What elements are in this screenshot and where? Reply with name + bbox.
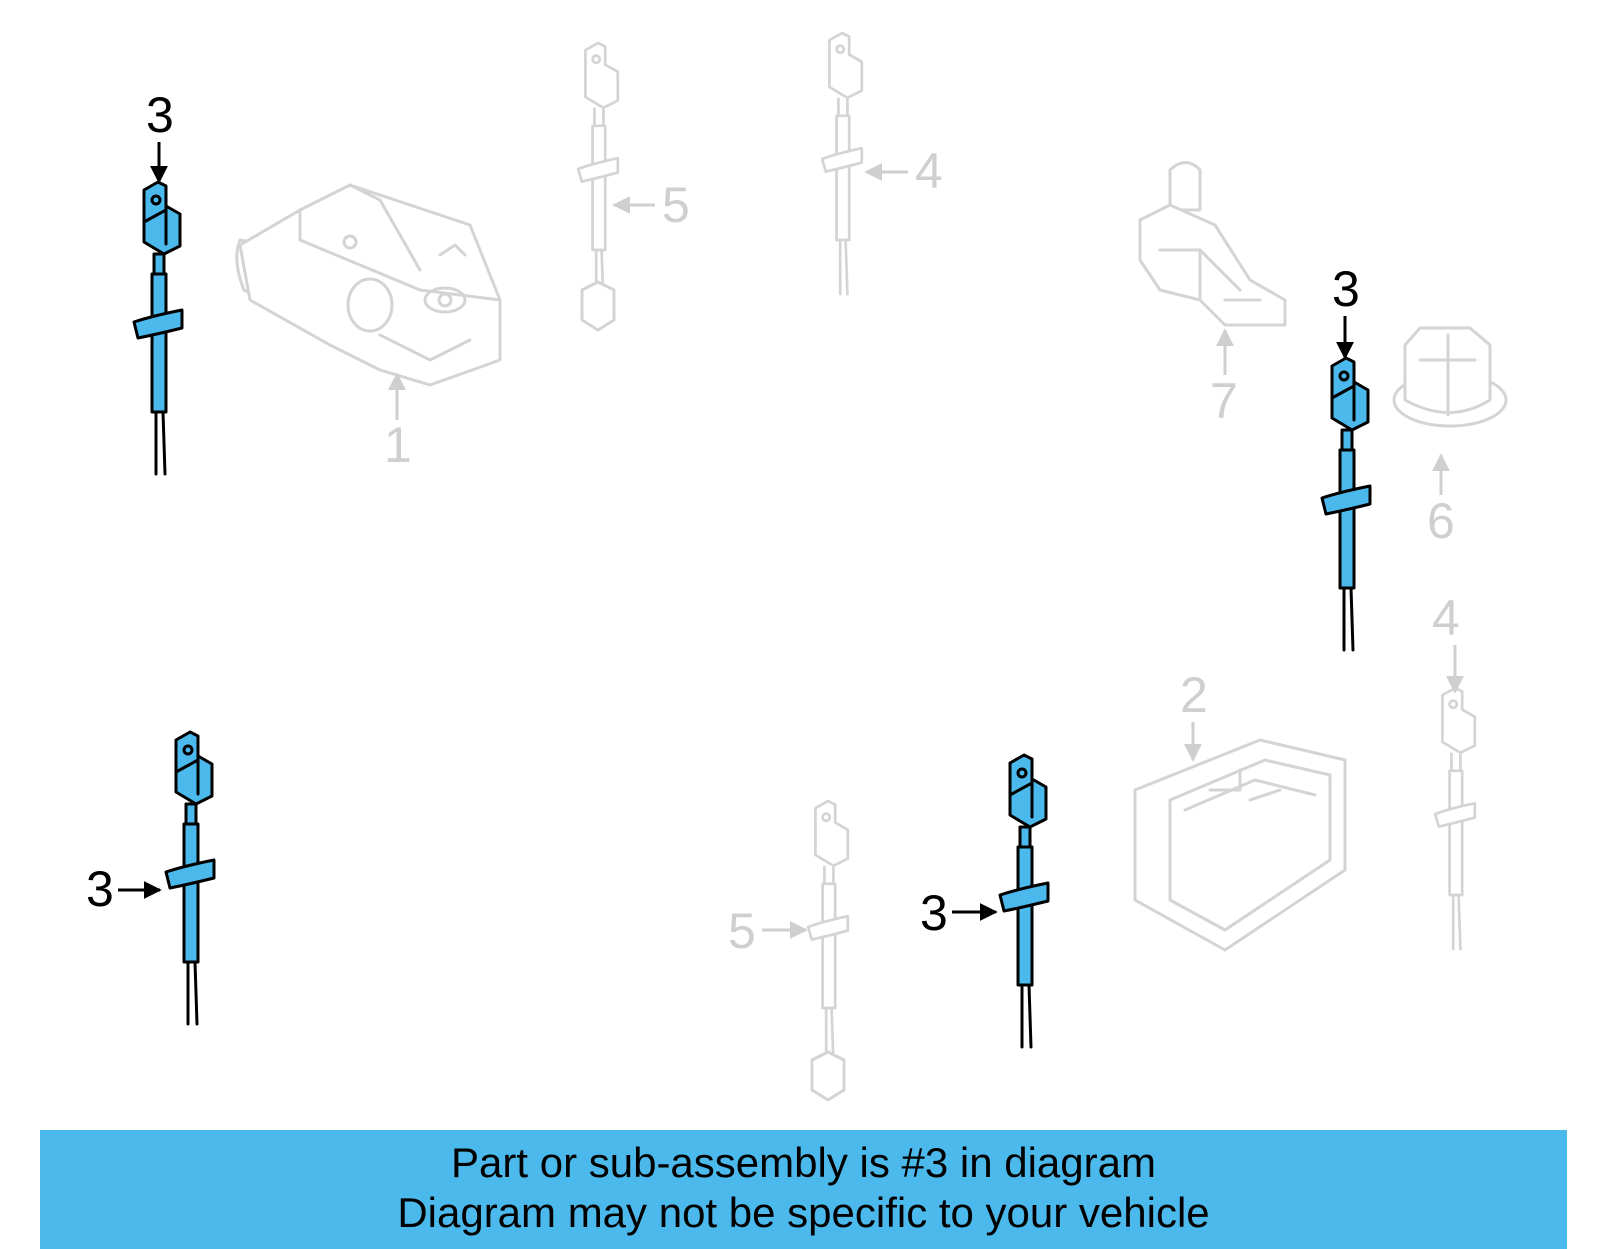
part-4-sensor-top xyxy=(820,31,864,296)
part-1-actuator xyxy=(235,183,502,387)
callout-1: 1 xyxy=(384,372,412,473)
banner-line-2: Diagram may not be specific to your vehi… xyxy=(397,1189,1210,1236)
callout-5-top: 5 xyxy=(612,177,690,233)
svg-text:3: 3 xyxy=(920,885,948,941)
svg-text:5: 5 xyxy=(662,177,690,233)
part-3-sensor-right xyxy=(1320,356,1372,652)
callout-3-right: 3 xyxy=(1332,261,1360,360)
callout-7: 7 xyxy=(1210,328,1238,429)
callout-4-top: 4 xyxy=(864,143,943,199)
callout-3-bottom-center: 3 xyxy=(920,885,998,941)
callout-2: 2 xyxy=(1180,667,1208,762)
svg-text:7: 7 xyxy=(1210,373,1238,429)
part-5-sensor-top xyxy=(576,41,620,332)
part-6-grommet xyxy=(1392,326,1508,428)
part-3-sensor-bottom-center xyxy=(998,753,1050,1049)
info-banner: Part or sub-assembly is #3 in diagram Di… xyxy=(40,1130,1567,1249)
callout-3-top-left: 3 xyxy=(146,87,174,184)
svg-text:2: 2 xyxy=(1180,667,1208,723)
svg-text:4: 4 xyxy=(1432,590,1460,646)
svg-text:3: 3 xyxy=(86,861,114,917)
part-7-bracket xyxy=(1138,161,1287,327)
part-3-sensor-top-left xyxy=(132,180,184,476)
part-3-sensor-bottom-left xyxy=(164,730,216,1026)
banner-line-1: Part or sub-assembly is #3 in diagram xyxy=(451,1139,1156,1186)
callout-4-right: 4 xyxy=(1432,590,1464,694)
svg-text:3: 3 xyxy=(1332,261,1360,317)
part-2-module xyxy=(1133,738,1347,952)
svg-text:3: 3 xyxy=(146,87,174,143)
svg-text:1: 1 xyxy=(384,417,412,473)
svg-text:6: 6 xyxy=(1427,493,1455,549)
svg-text:4: 4 xyxy=(915,143,943,199)
part-4-sensor-right xyxy=(1433,686,1477,951)
callout-3-bottom-left: 3 xyxy=(86,861,162,917)
callout-6: 6 xyxy=(1427,453,1455,549)
part-5-sensor-bottom xyxy=(806,799,850,1102)
callout-5-bottom: 5 xyxy=(728,903,808,959)
svg-text:5: 5 xyxy=(728,903,756,959)
